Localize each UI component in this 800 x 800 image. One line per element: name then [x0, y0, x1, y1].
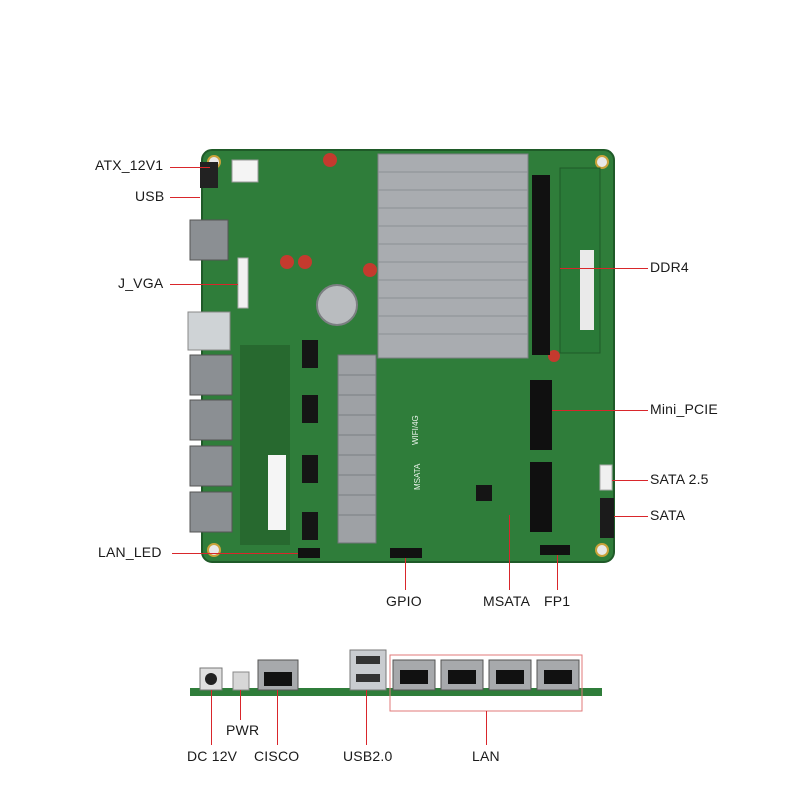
label-lan-led: LAN_LED [98, 544, 162, 560]
mount-hole [207, 543, 221, 557]
chip [302, 512, 318, 540]
leader-j-vga [170, 284, 238, 285]
lan-port [189, 491, 233, 533]
label-msata: MSATA [483, 593, 531, 609]
label-j-vga: J_VGA [118, 275, 164, 291]
fp1-header [540, 545, 570, 555]
lan-port [189, 354, 233, 396]
silk-msata: MSATA [413, 463, 422, 490]
pch-heatsink [337, 354, 377, 544]
leader-fp1 [557, 555, 558, 590]
leader-sata [614, 516, 648, 517]
side-pwr-button [232, 671, 250, 691]
leader-atx-12v1 [170, 167, 210, 168]
leader-mini-pcie [552, 410, 648, 411]
label-gpio: GPIO [386, 593, 422, 609]
leader-msata [509, 515, 510, 590]
dc-jack [200, 162, 218, 188]
leader-pwr [240, 690, 241, 720]
leader-ddr4 [560, 268, 648, 269]
cmos-battery [316, 284, 358, 326]
leader-gpio [405, 558, 406, 590]
ddr4-slot [532, 175, 550, 355]
leader-usb20 [366, 690, 367, 745]
cpu-heatsink [377, 153, 529, 359]
label-atx-12v1: ATX_12V1 [95, 157, 164, 173]
rj45-cisco [189, 219, 229, 261]
msata-slot [530, 462, 552, 532]
capacitor [363, 263, 377, 277]
mount-hole [595, 155, 609, 169]
label-fp1: FP1 [544, 593, 571, 609]
sata-port [600, 498, 614, 538]
chip [302, 455, 318, 483]
label-ddr4: DDR4 [650, 259, 689, 275]
lan-port [189, 399, 233, 441]
usb-stack [187, 311, 231, 351]
atx-connector [231, 159, 259, 183]
lan-port [189, 445, 233, 487]
label-mini-pcie: Mini_PCIE [650, 401, 718, 417]
leader-dc-12v [211, 690, 212, 745]
label-sata-25: SATA 2.5 [650, 471, 709, 487]
label-sata: SATA [650, 507, 686, 523]
leader-lan-led [172, 553, 298, 554]
vga-header [237, 257, 249, 309]
side-lan-ports [392, 659, 580, 691]
label-sticker [268, 455, 286, 530]
sata-power [599, 464, 613, 491]
ddr4-sticker [580, 250, 594, 330]
chip [302, 340, 318, 368]
chip [476, 485, 492, 501]
capacitor [280, 255, 294, 269]
label-usb: USB [135, 188, 165, 204]
capacitor [298, 255, 312, 269]
leader-lan [486, 711, 487, 745]
label-dc-12v: DC 12V [187, 748, 238, 764]
leader-cisco [277, 690, 278, 745]
silk-wifi: WIFI/4G [411, 415, 420, 445]
gpio-header [390, 548, 422, 558]
side-cisco-opening [264, 672, 292, 686]
mini-pcie-slot [530, 380, 552, 450]
lan-led-header [298, 548, 320, 558]
capacitor [548, 350, 560, 362]
leader-usb [170, 197, 200, 198]
side-dc-jack-hole [205, 673, 217, 685]
chip [302, 395, 318, 423]
label-usb20: USB2.0 [343, 748, 393, 764]
side-pcb [190, 688, 602, 696]
label-lan: LAN [472, 748, 500, 764]
leader-sata-25 [612, 480, 648, 481]
mount-hole [595, 543, 609, 557]
label-cisco: CISCO [254, 748, 300, 764]
capacitor [323, 153, 337, 167]
label-pwr: PWR [226, 722, 260, 738]
